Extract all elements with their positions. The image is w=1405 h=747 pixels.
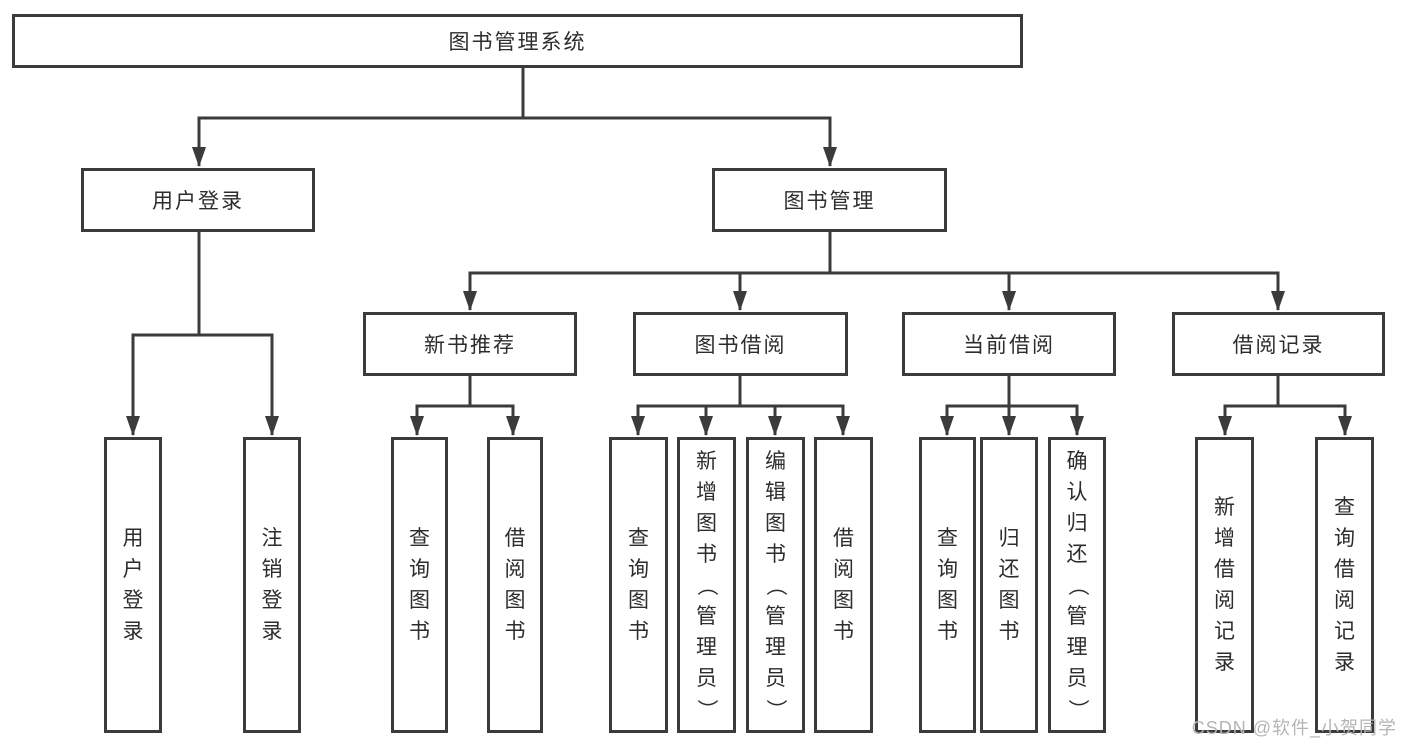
node-leaf-logout: 注销登录 [243, 437, 301, 733]
node-label: 新增图书（管理员） [695, 449, 718, 720]
node-label: 图书管理系统 [448, 31, 587, 54]
node-current-borrow: 当前借阅 [902, 312, 1116, 376]
node-leaf-borrow-book-borrow: 借阅图书 [814, 437, 873, 733]
node-leaf-add-borrow-record: 新增借阅记录 [1195, 437, 1254, 733]
node-leaf-return-book: 归还图书 [980, 437, 1038, 733]
node-leaf-confirm-return-admin: 确认归还（管理员） [1048, 437, 1106, 733]
node-leaf-add-book-admin: 新增图书（管理员） [677, 437, 736, 733]
node-label: 新增借阅记录 [1214, 496, 1235, 674]
node-book-borrow: 图书借阅 [633, 312, 848, 376]
node-label: 查询图书 [628, 527, 649, 643]
node-leaf-query-borrow-record: 查询借阅记录 [1315, 437, 1374, 733]
node-label: 确认归还（管理员） [1065, 449, 1089, 720]
watermark-text: CSDN @软件_小贺同学 [1191, 718, 1397, 738]
node-label: 编辑图书（管理员） [764, 449, 787, 720]
node-label: 图书管理 [783, 190, 876, 213]
node-label: 图书借阅 [694, 334, 787, 357]
node-leaf-query-book-recommend: 查询图书 [391, 437, 448, 733]
tree-arrow-lines [126, 118, 1352, 436]
node-leaf-query-book-current: 查询图书 [919, 437, 976, 733]
node-label: 借阅记录 [1232, 334, 1325, 357]
node-leaf-borrow-book-recommend: 借阅图书 [487, 437, 543, 733]
node-label: 查询图书 [409, 527, 430, 643]
node-label: 用户登录 [122, 527, 144, 643]
node-leaf-edit-book-admin: 编辑图书（管理员） [746, 437, 805, 733]
node-label: 借阅图书 [833, 527, 854, 643]
node-label: 用户登录 [152, 190, 244, 213]
node-label: 查询图书 [937, 527, 958, 643]
node-label: 新书推荐 [424, 334, 516, 357]
node-library-management-system: 图书管理系统 [12, 14, 1023, 68]
node-label: 查询借阅记录 [1334, 496, 1355, 674]
node-leaf-user-login: 用户登录 [104, 437, 162, 733]
node-label: 借阅图书 [504, 527, 526, 643]
node-label: 当前借阅 [963, 334, 1055, 357]
node-new-book-recommend: 新书推荐 [363, 312, 577, 376]
node-leaf-query-book-borrow: 查询图书 [609, 437, 668, 733]
node-borrow-record: 借阅记录 [1172, 312, 1385, 376]
node-label: 归还图书 [998, 527, 1020, 643]
tree-branch-lines [131, 68, 1347, 408]
node-label: 注销登录 [261, 527, 283, 643]
node-book-management: 图书管理 [712, 168, 947, 232]
node-user-login: 用户登录 [81, 168, 315, 232]
